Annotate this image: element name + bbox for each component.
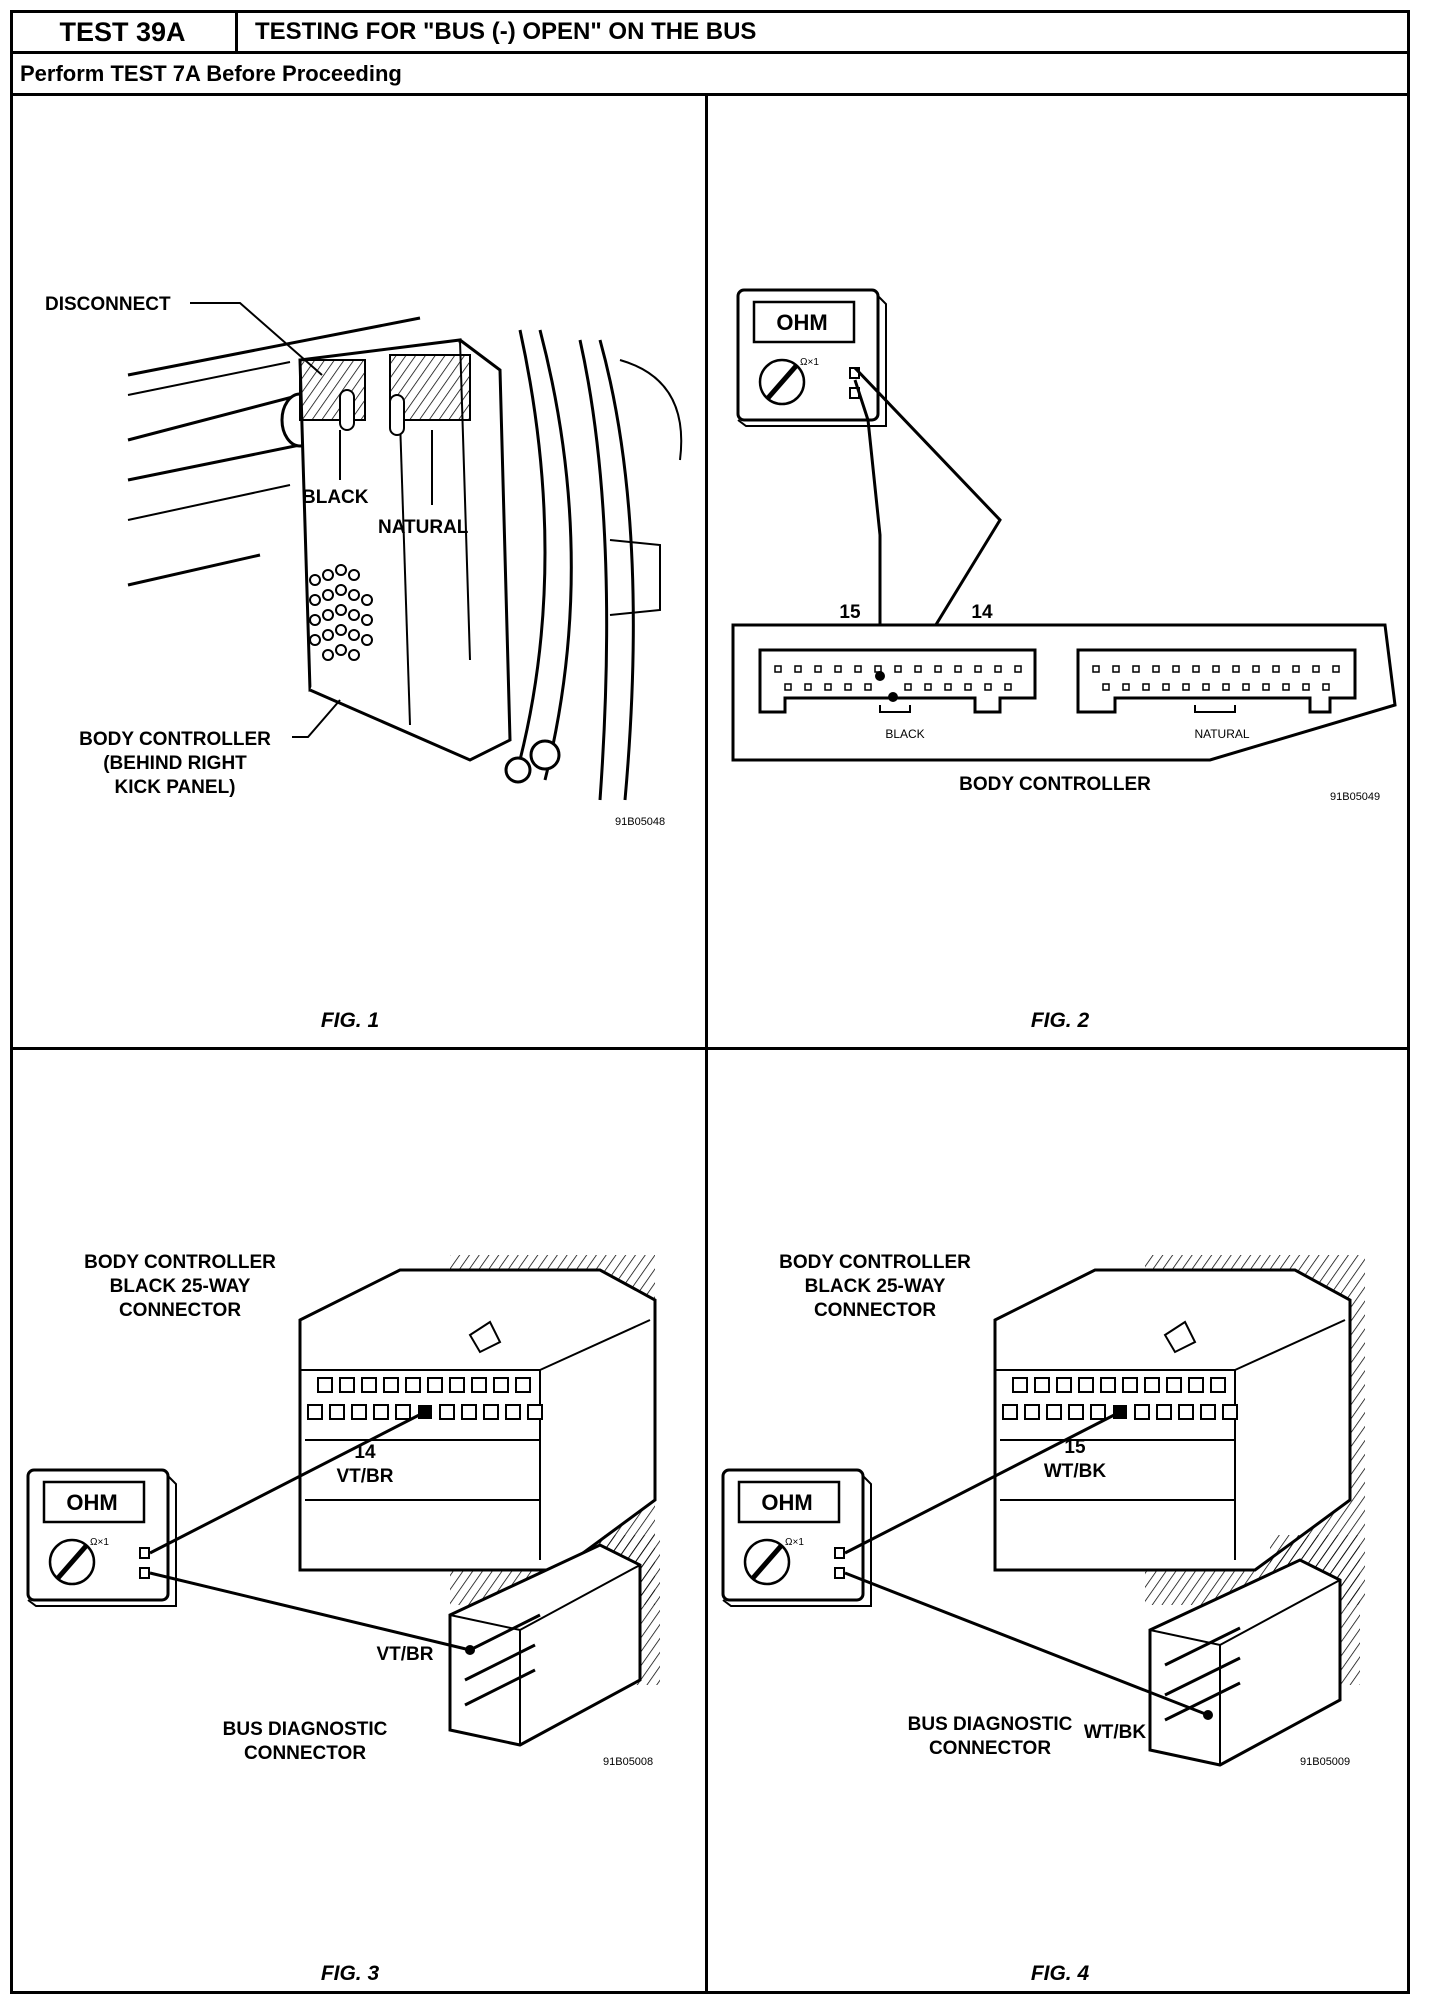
fig1-label-natural: NATURAL (378, 517, 469, 538)
fig3-wire-top: VT/BR (337, 1466, 394, 1487)
fig2-body-controller (731, 623, 1397, 762)
fig2-meter-display: OHM (776, 310, 827, 335)
fig3-code: 91B05008 (603, 1756, 653, 1768)
fig3-wire-bottom: VT/BR (377, 1644, 434, 1665)
fig1-caption: FIG. 1 (321, 1009, 379, 1032)
subtitle-row (10, 54, 1410, 96)
fig3-label-connector-3: CONNECTOR (119, 1300, 241, 1321)
fig4-pin: 15 (1064, 1437, 1086, 1458)
fig3-label-bus-1: BUS DIAGNOSTIC (223, 1719, 388, 1740)
grid-divider-vertical (705, 96, 708, 1994)
fig1-label-disconnect: DISCONNECT (45, 294, 171, 315)
fig4-wire-top: WT/BK (1044, 1461, 1107, 1482)
fig4-label-bus-2: CONNECTOR (929, 1738, 1051, 1759)
fig2-label-natural: NATURAL (1194, 727, 1249, 741)
test-id: TEST 39A (10, 10, 238, 54)
fig2-caption: FIG. 2 (1031, 1009, 1090, 1032)
fig2-label-body-controller: BODY CONTROLLER (959, 774, 1151, 795)
fig1-label-body-controller-2: (BEHIND RIGHT (103, 753, 247, 774)
fig4-meter-display: OHM (761, 1490, 812, 1515)
header-row (10, 10, 1410, 54)
test-title: TESTING FOR "BUS (-) OPEN" ON THE BUS (255, 18, 757, 45)
fig3-caption: FIG. 3 (321, 1962, 380, 1985)
fig3-probe-wires (149, 1410, 471, 1652)
fig4-wire-bottom: WT/BK (1084, 1722, 1147, 1743)
fig3-label-connector-2: BLACK 25-WAY (110, 1276, 251, 1297)
fig1-code: 91B05048 (615, 816, 665, 828)
fig2-pin-15: 15 (839, 602, 861, 623)
fig1-label-body-controller-1: BODY CONTROLLER (79, 729, 271, 750)
fig4-label-connector-3: CONNECTOR (814, 1300, 936, 1321)
fig1-drawing (127, 302, 683, 801)
fig4-label-connector-2: BLACK 25-WAY (805, 1276, 946, 1297)
test-subtitle: Perform TEST 7A Before Proceeding (20, 61, 402, 86)
fig3-meter-range: Ω×1 (90, 1537, 109, 1548)
fig1-label-body-controller-3: KICK PANEL) (114, 777, 235, 798)
fig4-label-connector-1: BODY CONTROLLER (779, 1252, 971, 1273)
fig2-label-black: BLACK (885, 727, 924, 741)
fig4-caption: FIG. 4 (1031, 1962, 1090, 1985)
fig1-label-black: BLACK (302, 487, 369, 508)
fig3-meter-display: OHM (66, 1490, 117, 1515)
fig3-pin: 14 (354, 1442, 376, 1463)
fig3-label-connector-1: BODY CONTROLLER (84, 1252, 276, 1273)
fig4-label-bus-1: BUS DIAGNOSTIC (908, 1714, 1073, 1735)
fig2-pin-14: 14 (971, 602, 993, 623)
grid-divider-horizontal (10, 1047, 1410, 1050)
fig4-probe-wires (844, 1410, 1209, 1717)
fig2-code: 91B05049 (1330, 791, 1380, 803)
fig3-label-bus-2: CONNECTOR (244, 1743, 366, 1764)
fig4-drawing (993, 1255, 1365, 1767)
fig4-meter-range: Ω×1 (785, 1537, 804, 1548)
fig2-meter-range: Ω×1 (800, 357, 819, 368)
fig3-drawing (298, 1255, 660, 1747)
fig4-code: 91B05009 (1300, 1756, 1350, 1768)
